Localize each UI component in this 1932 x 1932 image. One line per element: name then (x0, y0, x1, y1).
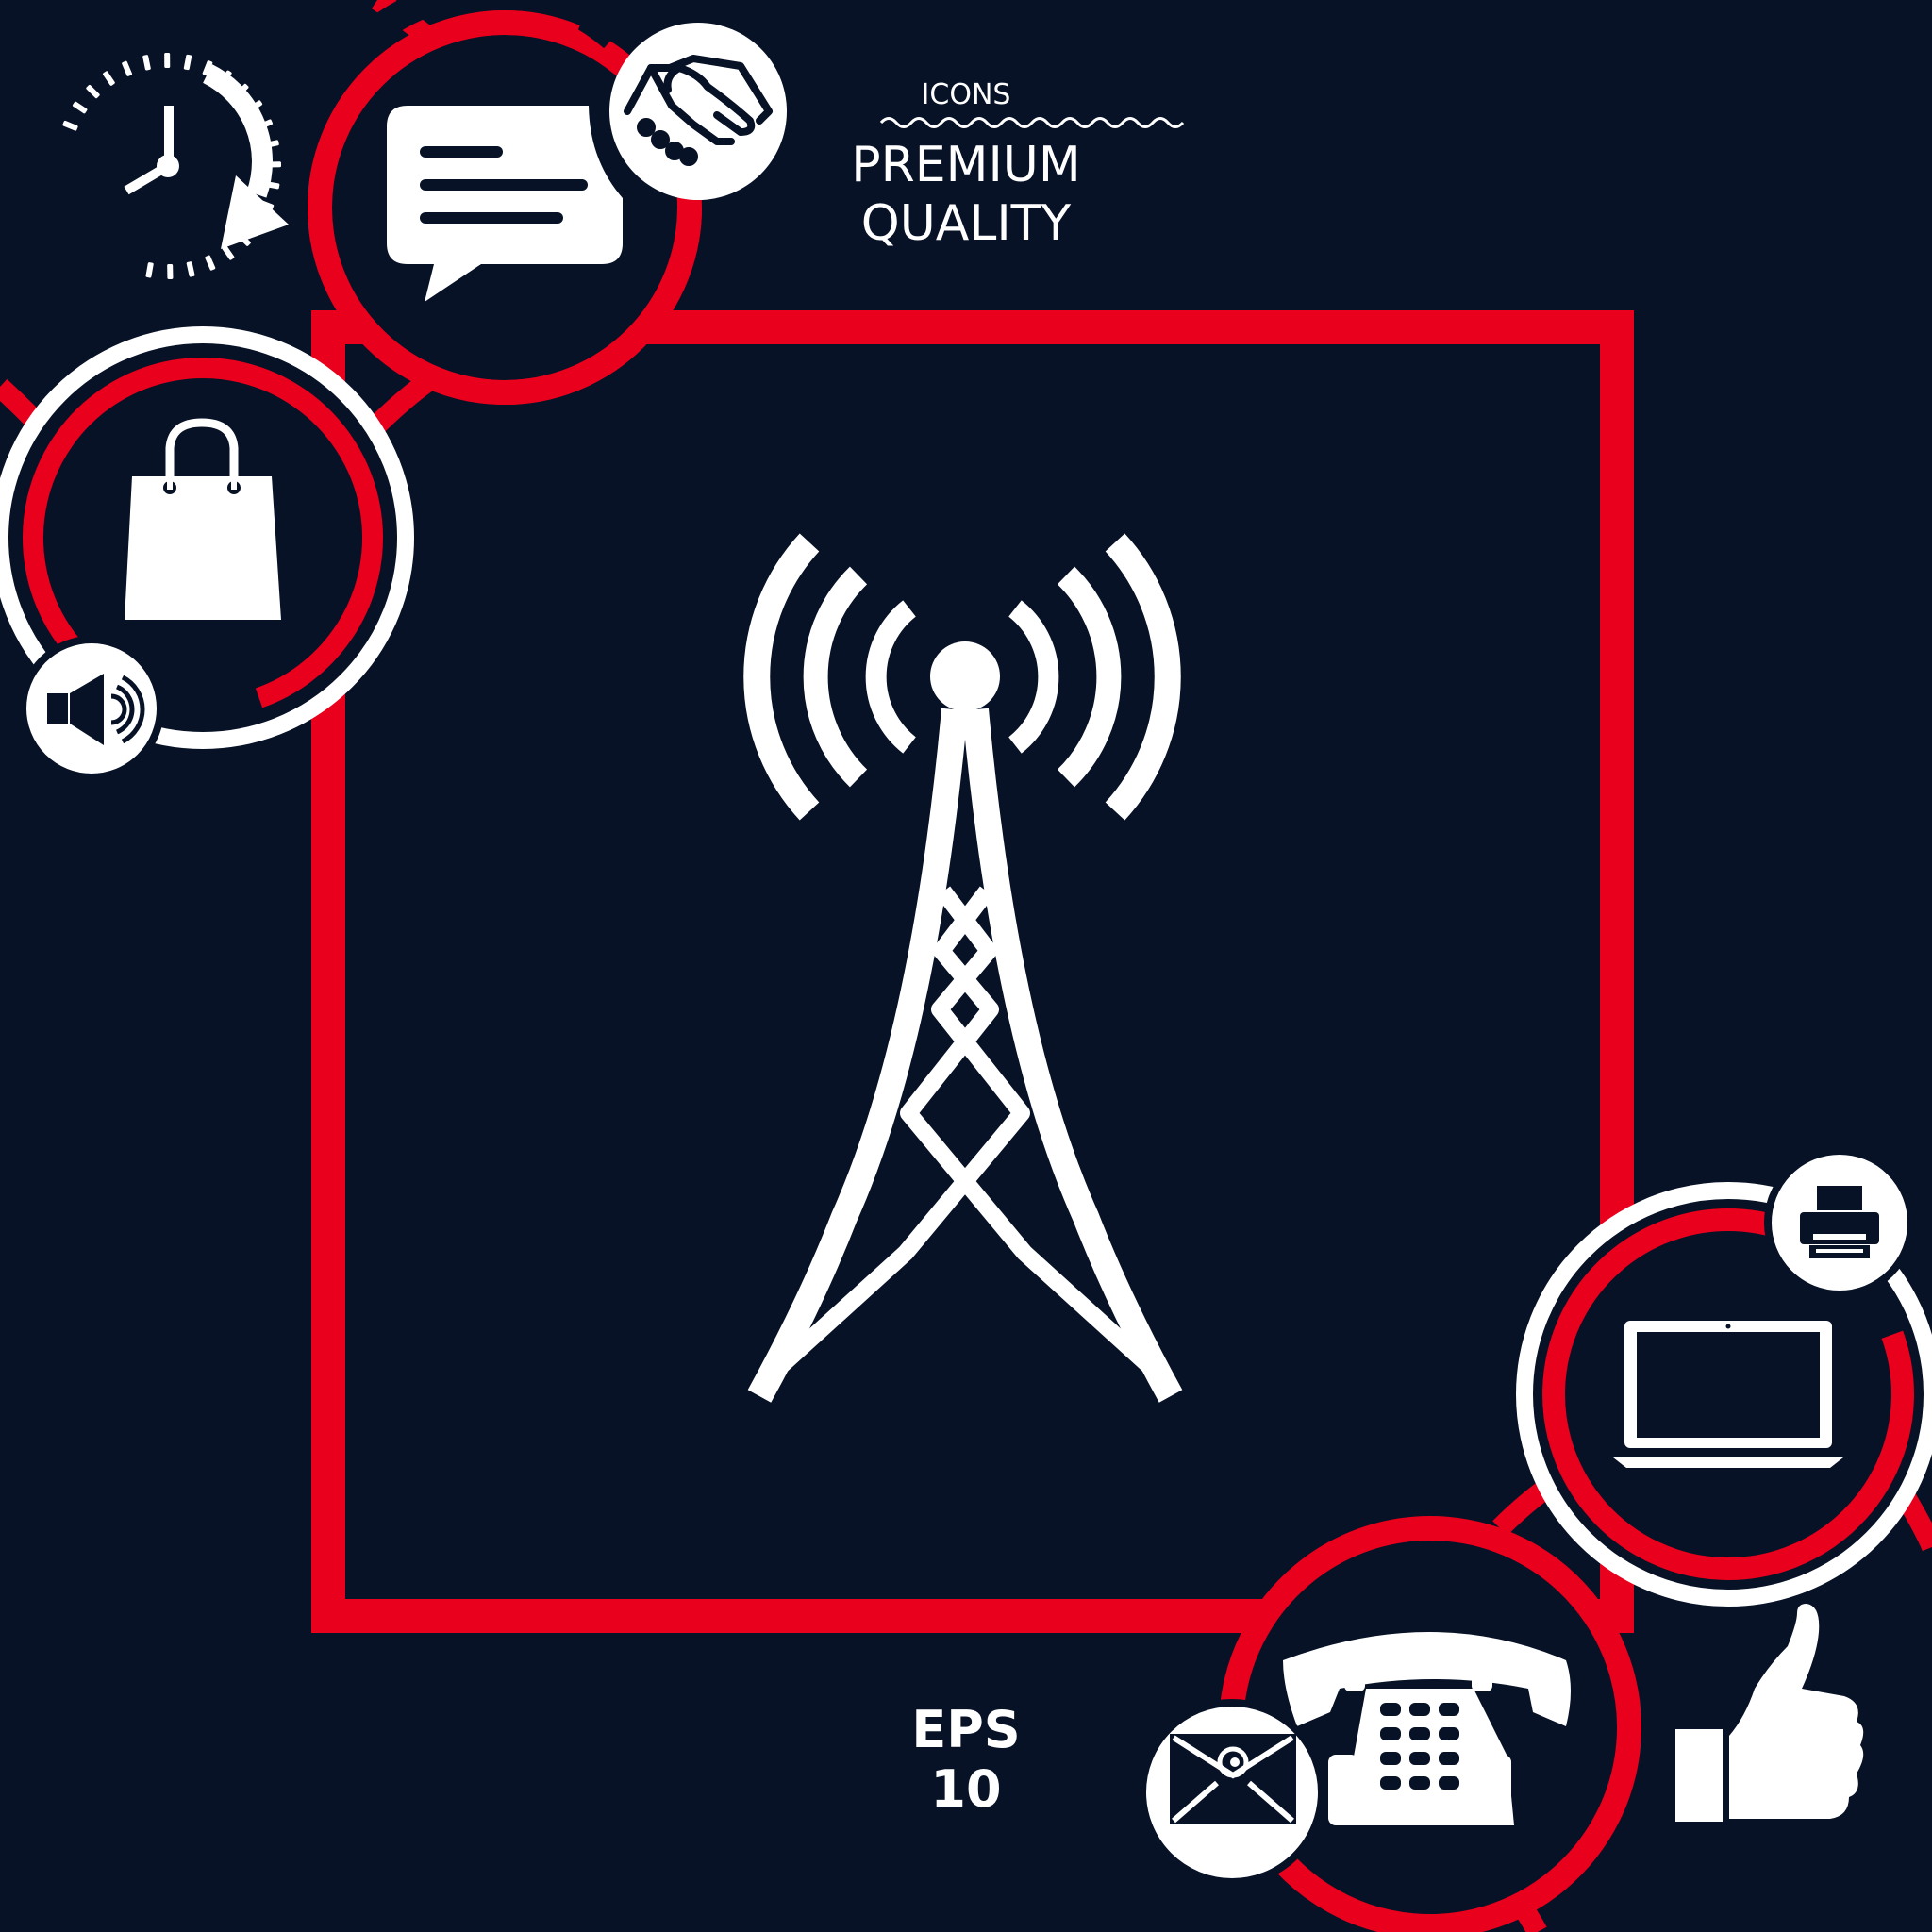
clock-dash (72, 101, 88, 114)
shopping-bag-icon (125, 418, 281, 620)
email-circle (1139, 1699, 1325, 1886)
clock-dash (62, 120, 78, 131)
clock-dash (186, 261, 195, 277)
chat-bubble-icon (387, 106, 623, 302)
speaker-circle (19, 636, 164, 781)
telephone-keypad (1380, 1703, 1459, 1790)
badge-top: ICONS (922, 78, 1011, 111)
badge-wave (879, 117, 1185, 128)
format-line2: 10 (930, 1759, 1001, 1819)
clock-dash (86, 84, 100, 99)
clock-history-icon (62, 52, 289, 280)
clock-dash (167, 263, 174, 280)
clock-dash (145, 262, 154, 278)
center-frame (311, 310, 1634, 1633)
thumbs-up-icon (1675, 1604, 1864, 1822)
laptop-icon (1613, 1321, 1843, 1468)
badge-line2: QUALITY (861, 195, 1072, 252)
clock-dash (183, 54, 192, 71)
clock-dash (142, 55, 151, 71)
clock-dash (202, 60, 213, 76)
telephone-icon (1283, 1632, 1571, 1825)
clock-dash (205, 255, 216, 271)
tower-top-ball (930, 641, 1000, 711)
format-label: EPS 10 (911, 1700, 1020, 1819)
speaker-icon (47, 674, 145, 745)
printer-circle (1764, 1147, 1915, 1298)
chat-circle (308, 0, 702, 405)
top-left-cluster (0, 0, 787, 781)
telephone-circle (1219, 1516, 1641, 1932)
bottom-right-cluster (1139, 1147, 1932, 1932)
clock-dash (122, 60, 133, 76)
premium-badge: ICONS PREMIUM QUALITY (851, 78, 1185, 252)
email-icon (1170, 1734, 1296, 1824)
clock-dash (164, 52, 171, 69)
handshake-circle (609, 23, 787, 200)
format-line1: EPS (911, 1700, 1020, 1759)
clock-dash (222, 245, 235, 260)
printer-icon (1800, 1186, 1879, 1258)
clock-dash (103, 71, 115, 86)
radio-tower-icon (743, 533, 1183, 1403)
badge-line1: PREMIUM (851, 137, 1080, 193)
handshake-icon (624, 55, 773, 166)
